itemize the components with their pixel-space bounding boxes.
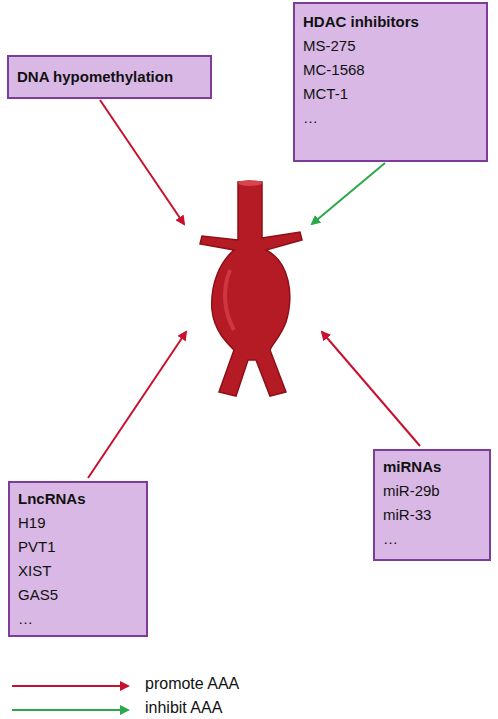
text-box: DNA hypomethylation	[7, 55, 212, 99]
list-item: GAS5	[18, 583, 138, 607]
list-item: miR-33	[383, 503, 481, 527]
list-item: MCT-1	[303, 82, 478, 106]
legend-sample-line	[12, 685, 128, 687]
list-item: PVT1	[18, 535, 138, 559]
legend-sample-line	[12, 709, 128, 711]
promote-arrow	[88, 332, 186, 478]
list-item: XIST	[18, 559, 138, 583]
aorta-illustration	[200, 180, 302, 396]
box-heading: LncRNAs	[18, 487, 138, 511]
legend-label: promote AAA	[145, 675, 239, 693]
list-item: MS-275	[303, 34, 478, 58]
list-item: H19	[18, 511, 138, 535]
promote-arrow	[322, 332, 420, 446]
box-heading: HDAC inhibitors	[303, 10, 478, 34]
text-box: miRNAsmiR-29bmiR-33…	[373, 449, 491, 561]
inhibit-arrow	[312, 163, 385, 224]
list-item: …	[303, 106, 478, 130]
list-item: MC-1568	[303, 58, 478, 82]
text-box: LncRNAsH19PVT1XISTGAS5…	[8, 481, 148, 637]
box-heading: miRNAs	[383, 455, 481, 479]
legend-label: inhibit AAA	[145, 699, 222, 717]
text-box: HDAC inhibitorsMS-275MC-1568MCT-1…	[293, 2, 488, 162]
list-item: miR-29b	[383, 479, 481, 503]
list-item: …	[383, 527, 481, 551]
box-heading: DNA hypomethylation	[17, 65, 202, 89]
list-item: …	[18, 607, 138, 631]
promote-arrow	[100, 100, 184, 224]
